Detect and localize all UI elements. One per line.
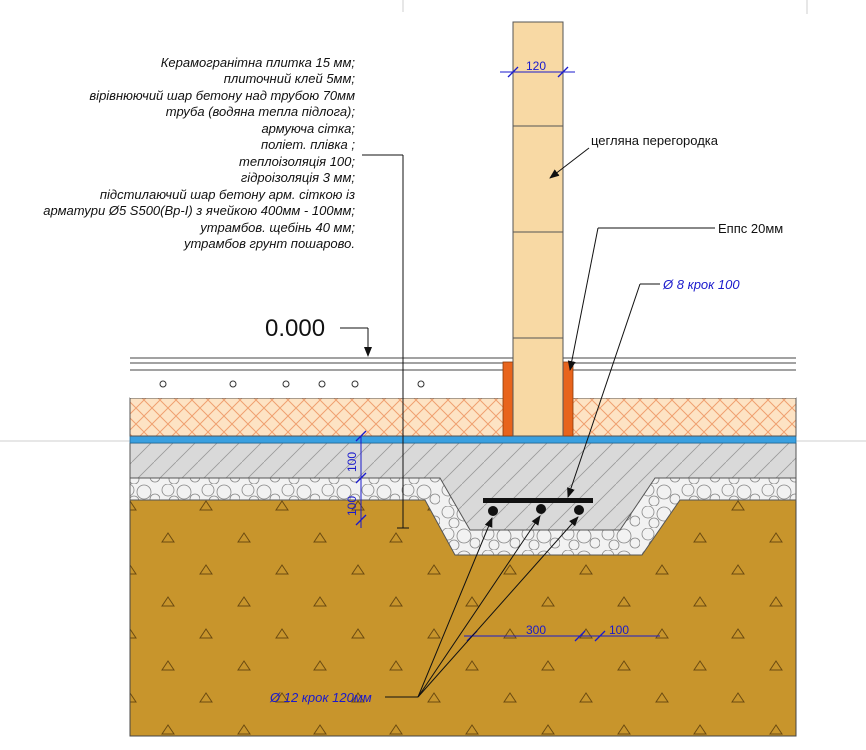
brick-partition <box>512 21 564 437</box>
layer-line-3: вірівнюючий шар бетону над трубою 70мм <box>89 88 355 103</box>
layer-line-6: поліет. плівка ; <box>261 137 355 152</box>
screed-layer <box>130 370 796 398</box>
eps-strip-left <box>502 361 514 437</box>
concrete-slab <box>129 442 797 531</box>
rebar-8-label: Ø 8 крок 100 <box>662 277 740 292</box>
brick-partition-label: цегляна перегородка <box>591 133 719 148</box>
footing-width-value: 300 <box>526 623 546 637</box>
layer-line-8: гідроізоляція 3 мм; <box>241 170 355 185</box>
layer-line-9: підстилаючий шар бетону арм. сіткою із <box>100 187 355 202</box>
level-mark-value: 0.000 <box>265 315 325 342</box>
layer-line-4: труба (водяна тепла підлога); <box>166 104 356 119</box>
rebar-8-callout: Ø 8 крок 100 <box>567 277 740 498</box>
thermal-insulation-layer <box>129 397 797 437</box>
concrete-thickness-value: 100 <box>345 452 359 472</box>
waterproofing-layer <box>129 435 797 444</box>
rebar-12-label: Ø 12 крок 120мм <box>269 690 372 705</box>
eps-strip-right <box>562 361 574 437</box>
eps-callout: Еппс 20мм <box>567 221 783 371</box>
rebar-12-callout: Ø 12 крок 120мм <box>269 515 579 705</box>
layers-note-leader <box>362 154 409 529</box>
layer-line-7: теплоізоляція 100; <box>239 154 355 169</box>
heating-pipes <box>159 380 425 388</box>
level-mark: 0.000 <box>265 315 372 357</box>
layer-line-10: арматури Ø5 S500(Вр-I) з ячейкою 400мм -… <box>43 203 355 218</box>
layer-line-1: Керамогранітна плитка 15 мм; <box>161 55 356 70</box>
layer-line-12: утрамбов грунт пошарово. <box>183 236 355 251</box>
rebar-mesh <box>483 498 593 516</box>
wall-width-value: 120 <box>526 59 546 73</box>
layer-line-5: армуюча сітка; <box>261 121 355 136</box>
dimension-wall-width: 120 <box>500 59 575 78</box>
layer-line-11: утрамбов. щебінь 40 мм; <box>199 220 355 235</box>
dimension-footing: 300 100 <box>464 623 660 642</box>
offset-value: 100 <box>609 623 629 637</box>
dimension-vertical-layers: 100 100 <box>345 430 367 528</box>
gravel-thickness-value: 100 <box>345 496 359 516</box>
layers-note: Керамогранітна плитка 15 мм; плиточний к… <box>43 55 355 251</box>
eps-label: Еппс 20мм <box>718 221 783 236</box>
layer-line-2: плиточний клей 5мм; <box>224 71 356 86</box>
brick-partition-callout: цегляна перегородка <box>549 133 719 179</box>
